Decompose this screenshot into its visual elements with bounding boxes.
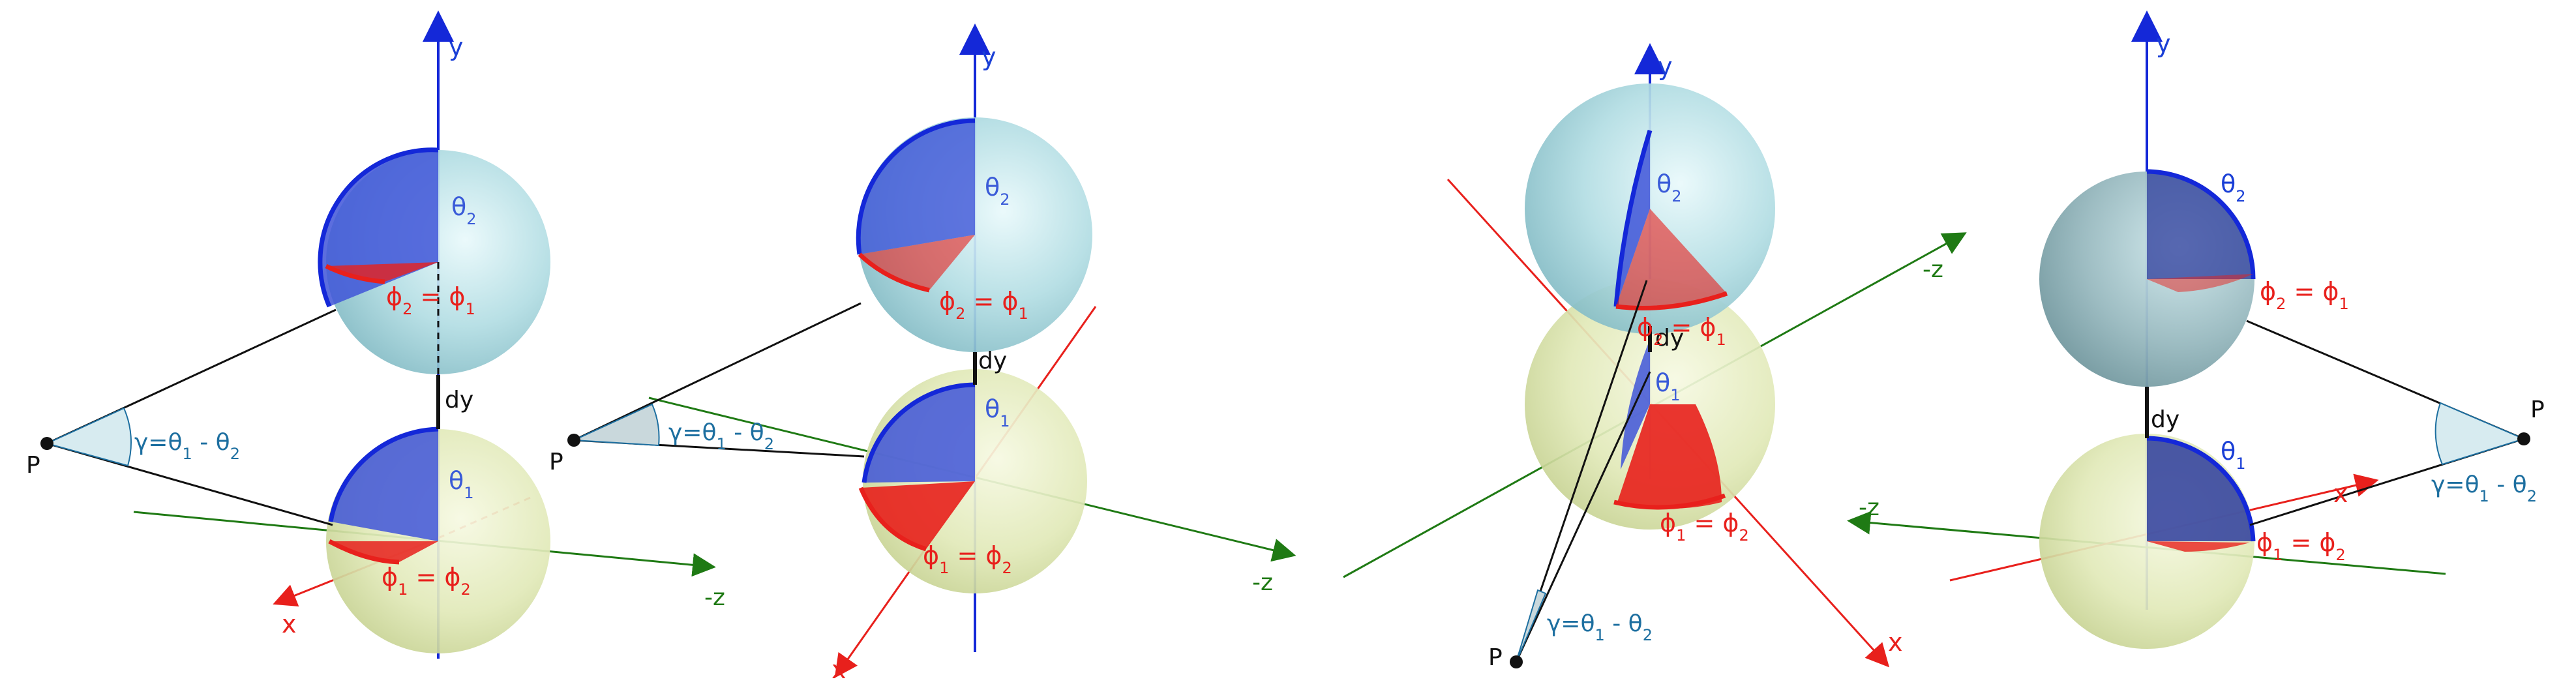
phi-top-label: ϕ2 = ϕ1 [1637,313,1726,349]
gamma-label: γ=θ1 - θ2 [2431,471,2537,505]
theta1-arc [328,426,439,522]
neg-z-axis-label: -z [1923,256,1943,283]
theta2-label: θ2 [1656,170,1682,205]
point-p [40,437,53,450]
phi1-sector [1617,404,1722,509]
point-label: P [2530,396,2545,423]
x-axis-label: x [2333,479,2348,508]
theta1-arc [2146,436,2256,542]
theta2-label: θ2 [451,192,477,228]
gamma-label: γ=θ1 - θ2 [134,429,240,463]
point-p [1510,655,1523,668]
point-label: P [26,452,40,479]
gamma-wedge [573,403,660,447]
panel-4 [1847,10,2530,649]
phi-top-label: ϕ2 = ϕ1 [2260,277,2349,313]
panel-1 [40,10,716,659]
phi2-sector [2147,274,2253,292]
phi2-arc [858,252,930,293]
x-axis-label: x [831,655,846,684]
distance-label: dy [445,387,473,413]
point-label: P [1488,644,1503,671]
phi1-sector [2147,541,2250,552]
phi1-arc [328,539,400,565]
phi2-sector [860,235,975,290]
phi-bottom-label: ϕ1 = ϕ2 [1660,509,1749,545]
phi2-sector [1616,209,1727,308]
theta2-arc [318,147,439,308]
panel-2 [567,23,1296,678]
gamma-wedge [2434,402,2526,466]
phi-bottom-label: ϕ1 = ϕ2 [923,541,1012,577]
theta1-arc [861,382,976,483]
theta2-sector [1616,130,1650,307]
distance-label: dy [2151,406,2179,433]
y-axis-label: y [449,33,464,61]
phi1-arc [858,486,927,552]
theta2-sector [2147,172,2253,279]
theta1-label: θ1 [1655,368,1681,404]
y-axis-label: y [1658,52,1673,81]
neg-z-axis-label: -z [1859,494,1880,521]
point-p [2517,432,2530,445]
neg-z-axis-label: -z [1252,569,1273,596]
phi-bottom-label: ϕ1 = ϕ2 [2256,528,2346,564]
gamma-label: γ=θ1 - θ2 [1547,610,1653,644]
y-axis-label: y [2156,29,2171,58]
theta1-label: θ1 [985,395,1010,430]
theta2-arc [1613,129,1653,307]
phi1-sector [861,481,975,549]
theta2-sector [858,121,975,254]
theta1-sector [864,385,975,483]
phi2-arc [1615,291,1728,310]
theta2-label: θ2 [985,173,1010,209]
theta1-label: θ1 [449,466,474,502]
phi-top-label: ϕ2 = ϕ1 [386,282,475,318]
phi1-sector [329,541,438,562]
gamma-label: γ=θ1 - θ2 [668,419,774,453]
x-axis-label: x [1888,628,1903,657]
panel-3 [1343,43,1967,668]
phi2-sector [326,262,438,282]
y-axis-label: y [981,42,996,71]
point-p [567,434,580,447]
phi2-arc [325,263,385,284]
phi-top-label: ϕ2 = ϕ1 [939,287,1028,323]
theta1-label: θ1 [2221,437,2246,473]
phi-bottom-label: ϕ1 = ϕ2 [382,563,471,599]
line-p-top [573,302,861,441]
theta1-sector [2147,438,2253,541]
theta2-arc [856,118,976,255]
line-p-bottom [1515,371,1651,663]
theta2-label: θ2 [2221,170,2246,205]
x-axis-label: x [282,610,297,638]
theta2-arc [2146,169,2256,280]
distance-label: dy [978,348,1007,374]
neg-z-axis-label: -z [704,584,725,611]
theta1-sector [331,429,438,541]
distance-label: dy [1655,325,1684,351]
gamma-wedge [1516,589,1547,663]
phi1-arc [1613,493,1726,510]
gamma-wedge [45,407,132,467]
point-label: P [549,449,563,475]
